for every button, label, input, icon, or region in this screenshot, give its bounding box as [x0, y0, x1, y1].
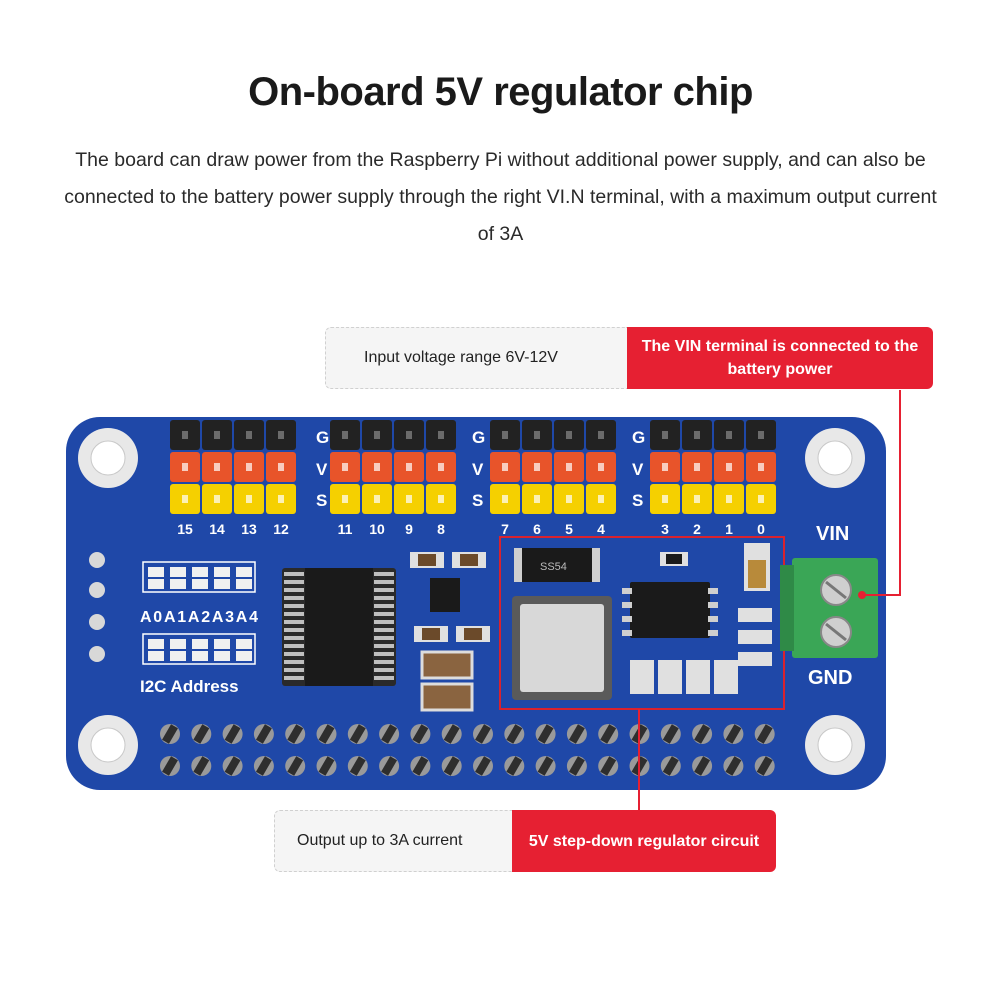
regulator-circuit: SS54 — [499, 536, 785, 710]
page-title: On-board 5V regulator chip — [248, 70, 753, 114]
channel-number: 1 — [725, 521, 733, 537]
channel-number: 10 — [369, 521, 385, 537]
channel-number: 11 — [338, 521, 353, 537]
vin-label: VIN — [816, 523, 849, 545]
channel-number: 5 — [565, 521, 573, 537]
address-jumpers: A0A1A2A3A4 I2C Address — [140, 561, 258, 696]
channel-number: 9 — [405, 521, 413, 537]
g-label: G — [472, 428, 485, 447]
channel-number: 6 — [533, 521, 541, 537]
channel-number: 15 — [177, 521, 193, 537]
v-label: V — [472, 460, 484, 479]
channel-number: 4 — [597, 521, 605, 537]
address-label: A0A1A2A3A4 — [140, 609, 258, 626]
gpio-header — [160, 724, 775, 776]
channel-number: 12 — [273, 521, 289, 537]
vin-terminal-text: The VIN terminal is connected to the bat… — [627, 327, 933, 389]
s-label: S — [316, 491, 327, 510]
channel-number: 13 — [241, 521, 257, 537]
s-label: S — [472, 491, 483, 510]
gnd-label: GND — [808, 667, 852, 689]
regulator-circuit-text: 5V step-down regulator circuit — [512, 810, 776, 872]
output-current-callout: Output up to 3A current 5V step-down reg… — [274, 810, 776, 872]
description: The board can draw power from the Raspbe… — [64, 149, 937, 245]
i2c-address-label: I2C Address — [140, 677, 239, 696]
channel-number: 2 — [693, 521, 701, 537]
output-current-text: Output up to 3A current — [274, 810, 512, 872]
input-voltage-callout: Input voltage range 6V-12V The VIN termi… — [325, 327, 933, 389]
pwm-driver-chip — [282, 568, 396, 686]
g-label: G — [316, 428, 329, 447]
channel-number: 3 — [661, 521, 669, 537]
gvs-labels: G V S G V S G V S — [316, 428, 645, 510]
servo-headers — [170, 420, 776, 514]
side-pads — [89, 552, 105, 662]
regulator-marking: SS54 — [540, 561, 567, 573]
s-label: S — [632, 491, 643, 510]
channel-number: 14 — [209, 521, 225, 537]
v-label: V — [316, 460, 328, 479]
g-label: G — [632, 428, 645, 447]
channel-number: 7 — [501, 521, 509, 537]
channel-number: 0 — [757, 521, 765, 537]
mounting-holes — [78, 428, 865, 775]
channel-number: 8 — [437, 521, 445, 537]
input-voltage-text: Input voltage range 6V-12V — [325, 327, 627, 389]
callout-connectors — [638, 390, 901, 810]
vin-terminal-block: VIN GND — [780, 523, 878, 689]
v-label: V — [632, 460, 644, 479]
passive-components — [410, 552, 490, 712]
